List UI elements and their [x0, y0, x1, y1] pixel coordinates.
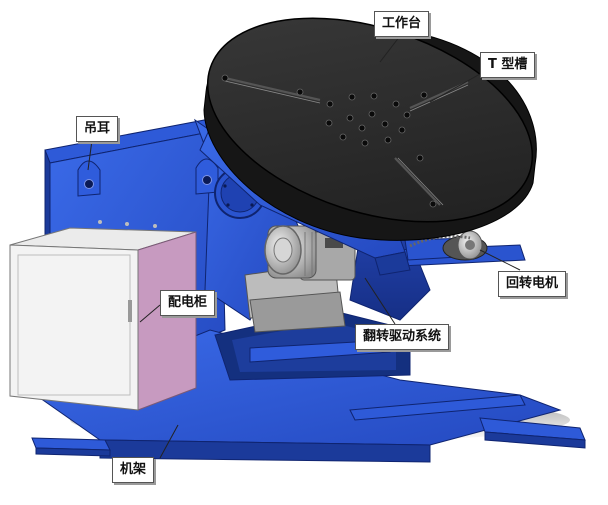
control-cabinet-label: 配电柜 [160, 290, 216, 316]
t-slot-label: T 型槽 [480, 52, 536, 78]
leader-lines [87, 35, 521, 459]
frame-label: 机架 [112, 457, 155, 483]
tilt-drive-label: 翻转驱动系统 [355, 324, 450, 350]
rotation-motor-label: 回转电机 [498, 271, 567, 297]
lifting-lug-label: 吊耳 [76, 116, 119, 142]
worktable-label: 工作台 [374, 11, 430, 37]
lifting-lug-left [77, 160, 101, 197]
control-cabinet [9, 220, 197, 411]
rotation-motor [409, 230, 488, 261]
worktable [203, 17, 537, 241]
tilt-drive-system [244, 225, 356, 333]
